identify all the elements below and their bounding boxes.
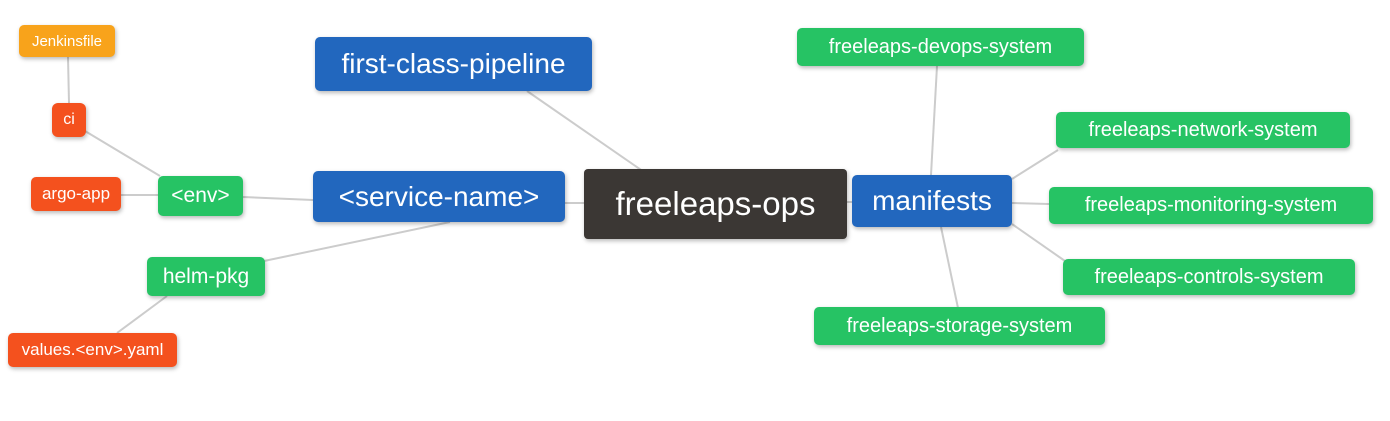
node-helm-pkg[interactable]: helm-pkg <box>147 257 265 296</box>
node-jenkinsfile[interactable]: Jenkinsfile <box>19 25 115 57</box>
node-first-class-pipeline[interactable]: first-class-pipeline <box>315 37 592 91</box>
node-freeleaps-storage-system-label: freeleaps-storage-system <box>846 314 1073 337</box>
node-manifests[interactable]: manifests <box>852 175 1012 227</box>
node-freeleaps-monitoring-system-label: freeleaps-monitoring-system <box>1084 194 1338 216</box>
node-argo-app-label: argo-app <box>41 184 111 203</box>
edge-jenkinsfile-ci <box>67 56 70 104</box>
edge-manifests-monitoring-system <box>1011 202 1050 205</box>
node-values-env-yaml[interactable]: values.<env>.yaml <box>8 333 177 367</box>
edge-helm-pkg-values-yaml <box>116 295 168 334</box>
edge-env-service-name <box>242 196 314 201</box>
node-argo-app[interactable]: argo-app <box>31 177 121 211</box>
node-freeleaps-storage-system[interactable]: freeleaps-storage-system <box>814 307 1105 345</box>
node-freeleaps-monitoring-system[interactable]: freeleaps-monitoring-system <box>1049 187 1373 224</box>
node-service-name-label: <service-name> <box>338 180 540 212</box>
node-env[interactable]: <env> <box>158 176 243 216</box>
edge-first-class-pipeline-freeleaps-ops <box>526 90 645 173</box>
node-freeleaps-network-system-label: freeleaps-network-system <box>1088 118 1318 141</box>
node-env-label: <env> <box>171 184 230 207</box>
node-ci-label: ci <box>63 111 75 128</box>
node-freeleaps-devops-system-label: freeleaps-devops-system <box>828 35 1053 58</box>
node-first-class-pipeline-label: first-class-pipeline <box>341 48 566 79</box>
node-freeleaps-ops[interactable]: freeleaps-ops <box>584 169 847 239</box>
node-freeleaps-ops-label: freeleaps-ops <box>615 185 816 222</box>
edge-devops-system-manifests <box>930 65 938 176</box>
node-service-name[interactable]: <service-name> <box>313 171 565 222</box>
node-values-env-yaml-label: values.<env>.yaml <box>21 340 164 359</box>
node-helm-pkg-label: helm-pkg <box>162 264 250 288</box>
edge-manifests-network-system <box>1011 149 1059 180</box>
node-freeleaps-devops-system[interactable]: freeleaps-devops-system <box>797 28 1084 66</box>
node-freeleaps-controls-system[interactable]: freeleaps-controls-system <box>1063 259 1355 295</box>
edge-service-name-helm-pkg <box>263 221 451 262</box>
node-manifests-label: manifests <box>872 185 992 216</box>
node-freeleaps-controls-system-label: freeleaps-controls-system <box>1094 265 1324 288</box>
node-jenkinsfile-label: Jenkinsfile <box>31 32 103 50</box>
edge-ci-env <box>84 130 161 177</box>
edge-manifests-storage-system <box>940 226 959 309</box>
edge-manifests-controls-system <box>1011 223 1066 262</box>
node-freeleaps-network-system[interactable]: freeleaps-network-system <box>1056 112 1350 148</box>
node-ci[interactable]: ci <box>52 103 86 137</box>
